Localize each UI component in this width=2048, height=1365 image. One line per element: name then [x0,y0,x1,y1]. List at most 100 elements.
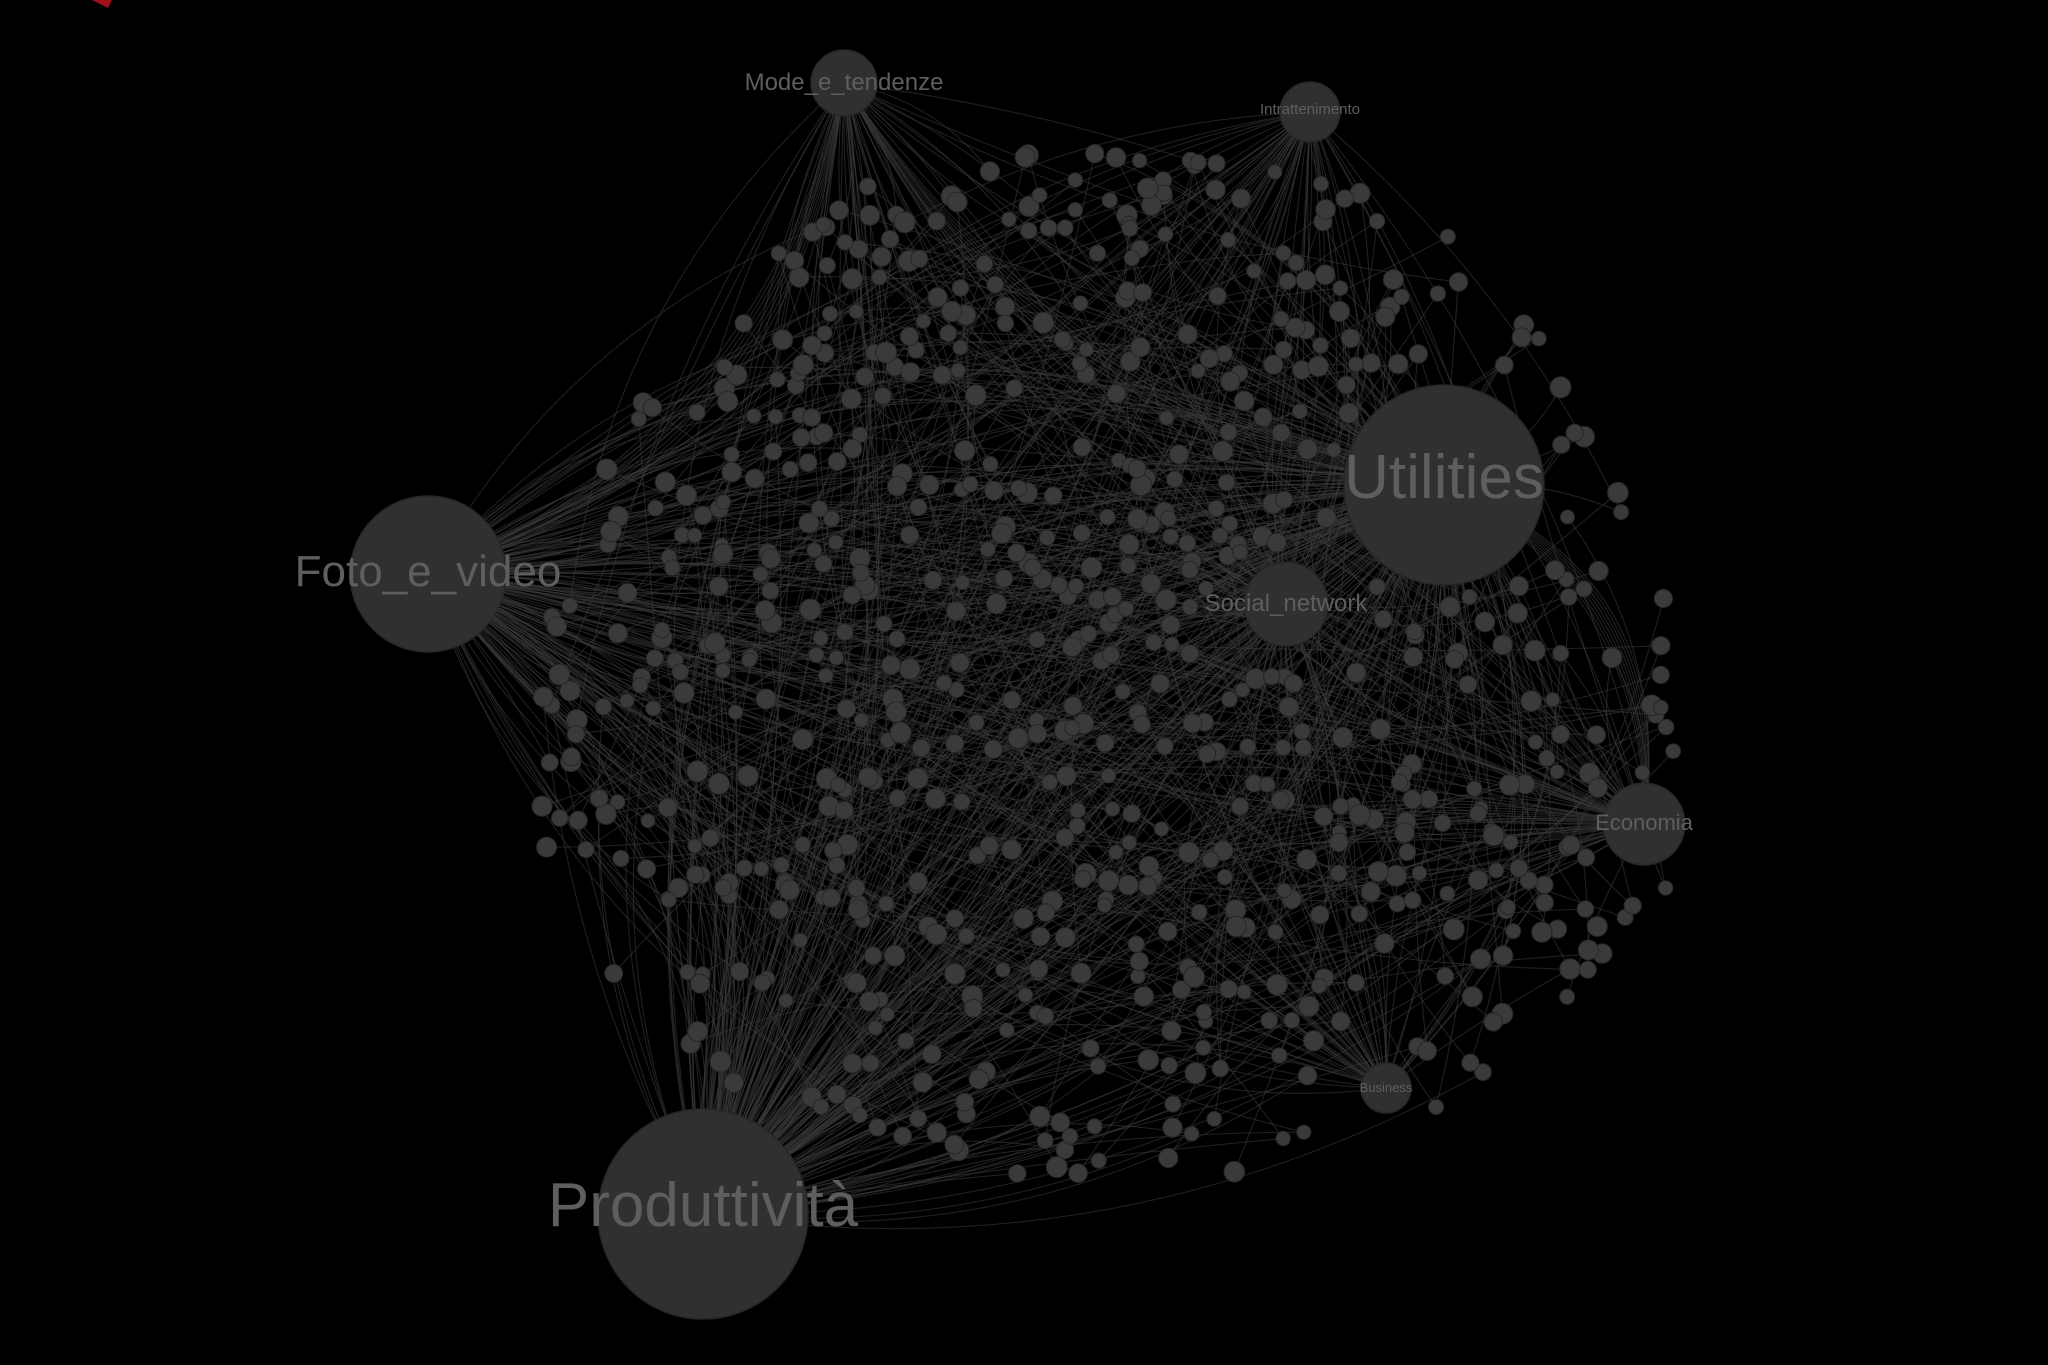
leaf-node[interactable] [1032,311,1055,334]
leaf-node[interactable] [1474,1063,1492,1081]
leaf-node[interactable] [752,566,769,583]
leaf-node[interactable] [1527,734,1544,750]
leaf-node[interactable] [1329,832,1349,853]
leaf-node[interactable] [1072,524,1091,543]
leaf-node[interactable] [1311,977,1328,994]
leaf-node[interactable] [717,390,739,412]
leaf-node[interactable] [595,458,618,481]
leaf-node[interactable] [1090,1152,1107,1169]
leaf-node[interactable] [1387,353,1409,375]
leaf-node[interactable] [1284,674,1303,693]
leaf-node[interactable] [1067,577,1085,595]
leaf-node[interactable] [1081,1039,1100,1058]
leaf-node[interactable] [1576,848,1596,867]
leaf-node[interactable] [802,335,822,356]
leaf-node[interactable] [1180,560,1199,579]
leaf-node[interactable] [1297,1065,1318,1086]
leaf-node[interactable] [1285,317,1306,338]
leaf-node[interactable] [1270,790,1291,810]
leaf-node[interactable] [1466,780,1483,797]
leaf-node[interactable] [828,856,846,875]
leaf-node[interactable] [1182,713,1203,734]
leaf-node[interactable] [1367,861,1389,883]
leaf-node[interactable] [1190,363,1206,379]
leaf-node[interactable] [1274,340,1293,359]
leaf-node[interactable] [1078,341,1094,358]
leaf-node[interactable] [868,1118,887,1137]
leaf-node[interactable] [1068,1163,1088,1183]
leaf-node[interactable] [881,655,902,676]
leaf-node[interactable] [645,700,662,717]
leaf-node[interactable] [1180,644,1200,663]
leaf-node[interactable] [1297,438,1319,460]
leaf-node[interactable] [1276,882,1292,899]
leaf-node[interactable] [1587,777,1608,798]
leaf-node[interactable] [910,249,929,268]
leaf-node[interactable] [893,1126,912,1146]
leaf-node[interactable] [741,652,757,668]
hub-node-economia[interactable] [1602,782,1686,866]
leaf-node[interactable] [600,520,622,543]
leaf-node[interactable] [874,387,892,405]
leaf-node[interactable] [995,962,1011,978]
leaf-node[interactable] [1230,797,1250,816]
leaf-node[interactable] [1260,1011,1279,1030]
leaf-node[interactable] [1221,515,1239,533]
leaf-node[interactable] [1330,864,1348,882]
leaf-node[interactable] [1287,254,1305,272]
leaf-node[interactable] [1469,804,1487,823]
leaf-node[interactable] [1350,905,1369,923]
leaf-node[interactable] [1315,199,1336,220]
leaf-node[interactable] [1310,905,1330,925]
leaf-node[interactable] [1010,479,1028,498]
leaf-node[interactable] [827,1084,847,1105]
leaf-node[interactable] [1461,588,1478,606]
leaf-node[interactable] [540,753,559,772]
leaf-node[interactable] [888,789,907,808]
leaf-node[interactable] [1283,1012,1301,1029]
leaf-node[interactable] [841,268,863,290]
leaf-node[interactable] [1114,683,1131,700]
leaf-node[interactable] [944,1134,965,1155]
leaf-node[interactable] [1439,228,1456,245]
leaf-node[interactable] [769,899,789,920]
leaf-node[interactable] [1482,824,1505,847]
leaf-node[interactable] [1361,353,1381,373]
leaf-node[interactable] [536,836,558,858]
leaf-node[interactable] [848,303,864,319]
leaf-node[interactable] [861,1054,880,1073]
leaf-node[interactable] [815,216,832,233]
leaf-node[interactable] [607,623,629,644]
leaf-node[interactable] [604,963,624,983]
leaf-node[interactable] [631,677,649,694]
leaf-node[interactable] [1531,921,1553,943]
leaf-node[interactable] [657,797,678,818]
leaf-node[interactable] [1293,722,1311,740]
leaf-node[interactable] [791,728,814,751]
leaf-node[interactable] [812,1098,830,1116]
leaf-node[interactable] [577,841,595,859]
leaf-node[interactable] [818,257,836,275]
leaf-node[interactable] [1551,724,1571,744]
leaf-node[interactable] [1307,355,1330,377]
leaf-node[interactable] [1433,814,1452,833]
leaf-node[interactable] [1461,986,1483,1008]
leaf-node[interactable] [1470,948,1492,970]
leaf-node[interactable] [1505,923,1522,940]
leaf-node[interactable] [1483,1012,1503,1032]
leaf-node[interactable] [764,442,783,461]
hub-node-intrattenimento[interactable] [1279,81,1341,143]
leaf-node[interactable] [1347,973,1365,992]
leaf-node[interactable] [1502,834,1519,851]
leaf-node[interactable] [900,525,920,545]
leaf-node[interactable] [840,388,862,410]
leaf-node[interactable] [878,895,895,912]
leaf-node[interactable] [836,623,854,641]
leaf-node[interactable] [955,1092,975,1112]
leaf-node[interactable] [1158,410,1175,426]
leaf-node[interactable] [925,923,948,946]
leaf-node[interactable] [693,505,713,525]
leaf-node[interactable] [982,456,999,473]
leaf-node[interactable] [1018,195,1040,218]
leaf-node[interactable] [712,543,734,565]
